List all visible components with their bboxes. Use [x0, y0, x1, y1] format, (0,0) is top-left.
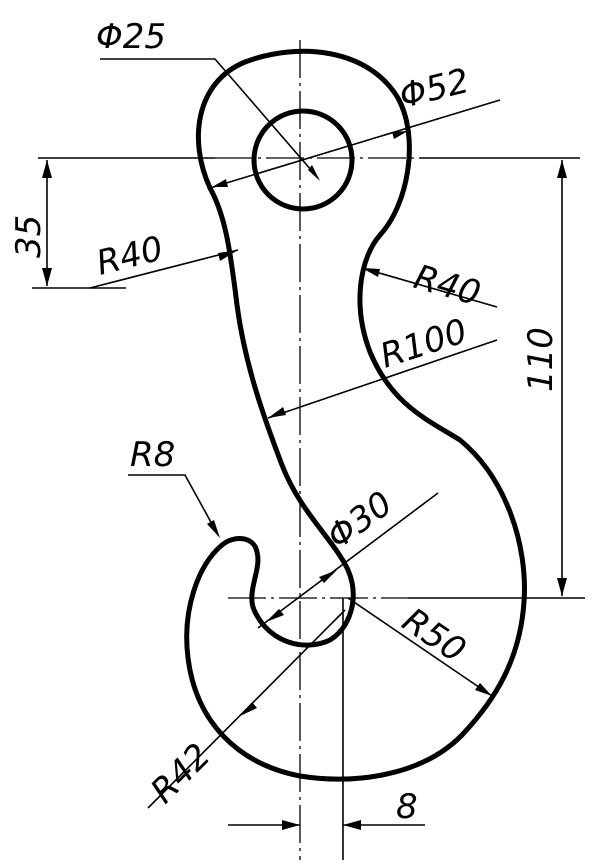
r100-arrow	[268, 407, 286, 418]
r8-arrow	[207, 520, 220, 538]
dia-30-arrow-inner	[266, 609, 284, 622]
dia-30-arrow	[319, 570, 337, 583]
dia-30-leader	[257, 492, 439, 629]
dia-52-arrow-left	[212, 179, 228, 187]
dia-25-leader	[100, 58, 319, 179]
r8-label: R8	[130, 435, 175, 475]
r40-left-label: R40	[93, 229, 168, 284]
r50-arrow	[475, 683, 492, 696]
dim-110-arrow-top	[557, 160, 567, 178]
dim-110-arrow-bottom	[557, 578, 567, 596]
dim-35-arrow-top	[42, 160, 52, 178]
dim-8-arrow-right	[343, 820, 361, 830]
r100-leader	[267, 339, 498, 419]
r8-leader	[128, 474, 219, 536]
r40-right-label: R40	[410, 257, 485, 314]
r50-label: R50	[395, 600, 473, 671]
r100-label: R100	[375, 311, 472, 376]
hook-outline	[184, 48, 527, 782]
dia-52-label: Φ52	[396, 61, 474, 117]
r40-left-leader	[89, 249, 239, 289]
dim-8-label: 8	[396, 787, 418, 827]
dia-52-leader	[209, 99, 501, 189]
r40-right-arrow	[362, 268, 380, 277]
dim-35-label: 35	[9, 215, 49, 258]
dia-25-label: Φ25	[96, 17, 166, 57]
dia-25-arrow	[308, 165, 320, 181]
dia-52-arrow-right	[392, 131, 408, 139]
dim-35-arrow-bottom	[42, 268, 52, 286]
upper-hole	[251, 108, 355, 212]
dim-8-arrow-left	[282, 820, 300, 830]
r42-arrow	[240, 702, 257, 716]
dim-110-label: 110	[521, 327, 561, 392]
r40-right-leader	[361, 267, 498, 308]
r40-left-arrow	[218, 250, 238, 261]
r42-label: R42	[143, 736, 219, 812]
r50-leader	[347, 597, 493, 697]
